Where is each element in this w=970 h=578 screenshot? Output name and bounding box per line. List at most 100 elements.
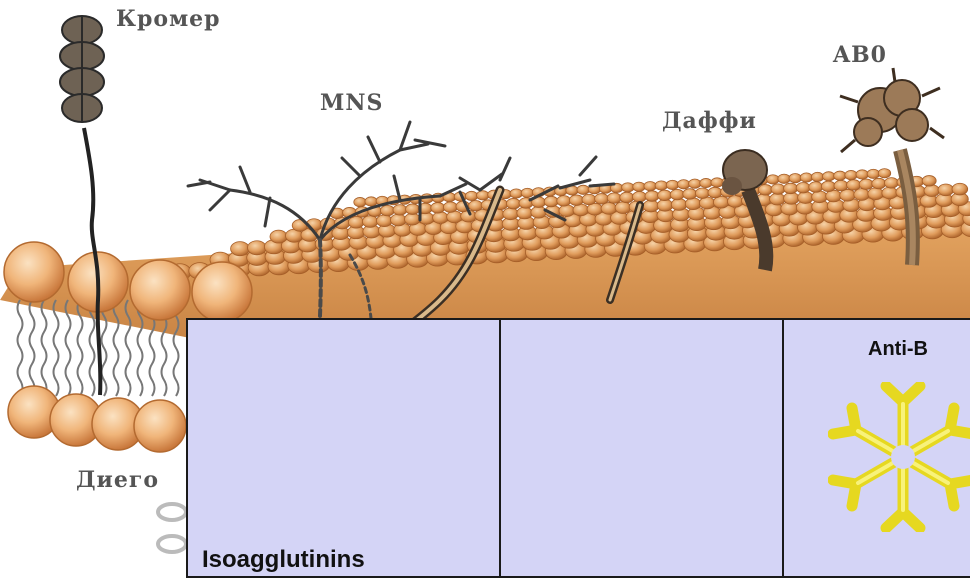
lipid-head xyxy=(700,178,712,187)
lipid-head xyxy=(882,187,898,199)
lipid-head xyxy=(711,178,723,187)
lipid-head xyxy=(655,181,667,190)
column-divider xyxy=(782,320,784,576)
anti-b-header: Anti-B xyxy=(868,338,928,361)
lipid-head xyxy=(231,242,250,256)
lipid-head xyxy=(859,179,873,190)
lipid-head xyxy=(248,241,267,255)
lipid-head xyxy=(380,205,394,216)
lipid-head xyxy=(510,189,522,198)
lipid-head xyxy=(657,199,673,211)
lipid-head xyxy=(622,183,634,192)
lipid-head xyxy=(867,169,879,178)
lipid-head xyxy=(767,175,779,184)
lipid-head xyxy=(595,194,609,205)
lipid-head xyxy=(544,196,558,207)
lipid-head xyxy=(847,180,861,191)
lipid-head xyxy=(811,172,823,181)
lipid-head xyxy=(677,180,689,189)
lipid-head xyxy=(834,180,848,191)
lipid-head xyxy=(878,169,890,178)
lipid-head xyxy=(406,204,420,215)
lipid-head xyxy=(362,216,378,228)
lipid-head xyxy=(821,181,835,192)
abo-label: AB0 xyxy=(833,42,887,68)
lipid-head xyxy=(365,197,377,206)
lipid-head xyxy=(823,172,835,181)
lipid-head xyxy=(4,242,64,302)
lipid-head xyxy=(633,182,645,191)
lipid-head xyxy=(531,206,547,218)
diego-protein-icon xyxy=(158,504,186,552)
lipid-head xyxy=(569,195,583,206)
lipid-head xyxy=(695,188,709,199)
lipid-head xyxy=(834,171,846,180)
lipid-head xyxy=(405,213,421,225)
lipid-head xyxy=(573,204,589,216)
lipid-head xyxy=(796,182,810,193)
lipid-head xyxy=(784,183,798,194)
lipid-head xyxy=(620,192,634,203)
lipid-head xyxy=(433,212,449,224)
isoagglutinins-label: Isoagglutinins xyxy=(202,546,365,574)
lipid-head xyxy=(582,194,596,205)
lipid-head xyxy=(615,202,631,214)
lipid-tail xyxy=(42,300,47,396)
lipid-head xyxy=(506,198,520,209)
lipid-head xyxy=(393,205,407,216)
lipid-head xyxy=(924,185,940,197)
lipid-tail xyxy=(54,300,59,396)
lipid-head xyxy=(469,200,483,211)
lipid-head xyxy=(632,191,646,202)
lipid-head xyxy=(465,191,477,200)
lipid-head xyxy=(872,178,886,189)
lipid-head xyxy=(800,173,812,182)
lipid-head xyxy=(789,174,801,183)
lipid-head xyxy=(952,183,968,195)
lipid-head xyxy=(699,197,715,209)
isoagglutinin-table: Anti-B Isoagglutinins xyxy=(186,318,970,578)
lipid-head xyxy=(758,185,772,196)
lipid-head xyxy=(798,192,814,204)
lipid-head xyxy=(784,193,800,205)
duffy-label: Даффи xyxy=(662,108,757,134)
lipid-head xyxy=(854,189,870,201)
lipid-tail xyxy=(66,300,71,396)
lipid-head xyxy=(270,230,287,243)
lipid-head xyxy=(443,202,457,213)
lipid-head xyxy=(192,262,252,322)
lipid-head xyxy=(884,178,898,189)
lipid-head xyxy=(447,211,463,223)
lipid-head xyxy=(521,188,533,197)
lipid-head xyxy=(812,191,828,203)
lipid-head xyxy=(809,182,823,193)
lipid-head xyxy=(666,180,678,189)
lipid-head xyxy=(134,400,186,452)
lipid-head xyxy=(644,181,656,190)
lipid-head xyxy=(845,170,857,179)
lipid-head xyxy=(354,197,366,206)
lipid-head xyxy=(559,205,575,217)
lipid-head xyxy=(727,196,743,208)
lipid-head xyxy=(922,176,936,187)
lipid-head xyxy=(670,189,684,200)
lipid-head xyxy=(771,184,785,195)
lipid-head xyxy=(938,184,954,196)
lipid-head xyxy=(601,203,617,215)
lipid-head xyxy=(577,185,589,194)
mns-label: MNS xyxy=(320,90,383,116)
diego-label: Диего xyxy=(76,467,159,493)
kromer-label: Кромер xyxy=(116,6,221,32)
lipid-head xyxy=(868,188,884,200)
lipid-head xyxy=(689,179,701,188)
lipid-head xyxy=(643,200,659,212)
lipid-head xyxy=(685,198,701,210)
lipid-head xyxy=(658,190,672,201)
lipid-tail xyxy=(18,300,23,396)
column-divider xyxy=(499,320,501,576)
lipid-heads-bottom xyxy=(8,386,186,452)
lipid-head xyxy=(503,208,519,220)
lipid-head xyxy=(431,203,445,214)
lipid-head xyxy=(477,191,489,200)
lipid-head xyxy=(683,189,697,200)
